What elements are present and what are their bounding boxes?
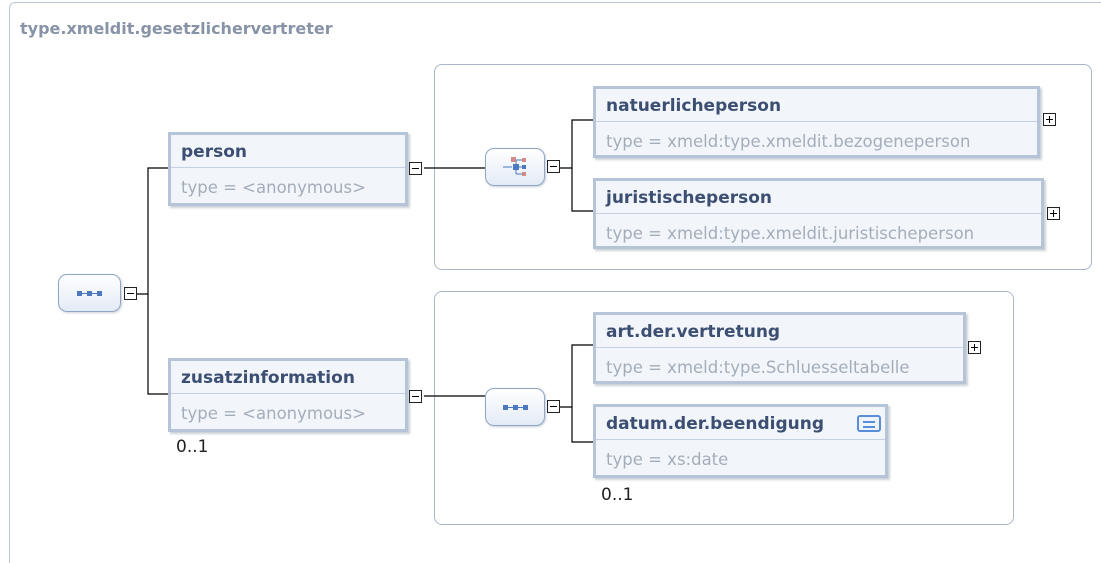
type-frame <box>9 2 1101 563</box>
connector-root-zusatzinformation <box>147 294 168 395</box>
connector-sequence-datum <box>571 407 593 443</box>
element-person-name: person <box>181 142 247 162</box>
person-collapse-toggle[interactable] <box>409 162 422 175</box>
choice-compositor[interactable] <box>485 148 545 186</box>
natuerlicheperson-expand-toggle[interactable] <box>1043 113 1056 126</box>
element-zusatzinformation[interactable]: zusatzinformation type = <anonymous> <box>168 358 408 432</box>
element-separator <box>596 121 1037 122</box>
element-juristischeperson[interactable]: juristischeperson type = xmeld:type.xmel… <box>593 178 1044 249</box>
element-datum-der-beendigung-type: type = xs:date <box>606 450 729 469</box>
element-art-der-vertretung[interactable]: art.der.vertretung type = xmeld:type.Sch… <box>593 312 966 384</box>
element-natuerlicheperson[interactable]: natuerlicheperson type = xmeld:type.xmel… <box>593 86 1040 158</box>
element-separator <box>171 167 405 168</box>
documentation-icon[interactable] <box>857 415 881 432</box>
element-separator <box>596 347 963 348</box>
element-separator <box>596 439 885 440</box>
connector-choice-juristischeperson <box>571 168 593 212</box>
root-sequence-compositor[interactable] <box>58 274 121 312</box>
element-person[interactable]: person type = <anonymous> <box>168 132 408 206</box>
art-der-vertretung-expand-toggle[interactable] <box>968 341 981 354</box>
sequence-icon <box>77 291 102 296</box>
element-zusatzinformation-name: zusatzinformation <box>181 368 355 388</box>
connector-choice-natuerlicheperson <box>559 119 593 169</box>
element-art-der-vertretung-type: type = xmeld:type.Schluesseltabelle <box>606 358 910 377</box>
element-person-type: type = <anonymous> <box>181 178 366 197</box>
connector-sequence-art <box>559 344 593 408</box>
element-juristischeperson-name: juristischeperson <box>606 188 773 208</box>
choice-collapse-toggle[interactable] <box>547 160 560 173</box>
connector-root-person <box>137 167 168 295</box>
zusatzinformation-collapse-toggle[interactable] <box>409 390 422 403</box>
element-zusatzinformation-type: type = <anonymous> <box>181 404 366 423</box>
datum-der-beendigung-cardinality: 0..1 <box>601 485 634 505</box>
element-juristischeperson-type: type = xmeld:type.xmeldit.juristischeper… <box>606 224 975 243</box>
connector-lines <box>137 119 593 443</box>
sequence-icon <box>503 405 528 410</box>
root-collapse-toggle[interactable] <box>124 287 137 300</box>
element-natuerlicheperson-type: type = xmeld:type.xmeldit.bezogeneperson <box>606 132 971 151</box>
zusatzinformation-cardinality: 0..1 <box>176 437 209 457</box>
choice-icon <box>503 157 526 176</box>
schema-diagram-canvas: type.xmeldit.gesetzlichervertreter perso… <box>9 2 1101 563</box>
element-datum-der-beendigung-name: datum.der.beendigung <box>606 414 825 434</box>
element-separator <box>171 393 405 394</box>
element-art-der-vertretung-name: art.der.vertretung <box>606 322 781 342</box>
juristischeperson-expand-toggle[interactable] <box>1047 207 1060 220</box>
zusatzinformation-sequence-compositor[interactable] <box>485 388 545 426</box>
element-natuerlicheperson-name: natuerlicheperson <box>606 96 782 116</box>
element-separator <box>596 213 1041 214</box>
type-title: type.xmeldit.gesetzlichervertreter <box>20 19 333 38</box>
sequence-collapse-toggle[interactable] <box>547 400 560 413</box>
element-datum-der-beendigung[interactable]: datum.der.beendigung type = xs:date <box>593 404 888 478</box>
